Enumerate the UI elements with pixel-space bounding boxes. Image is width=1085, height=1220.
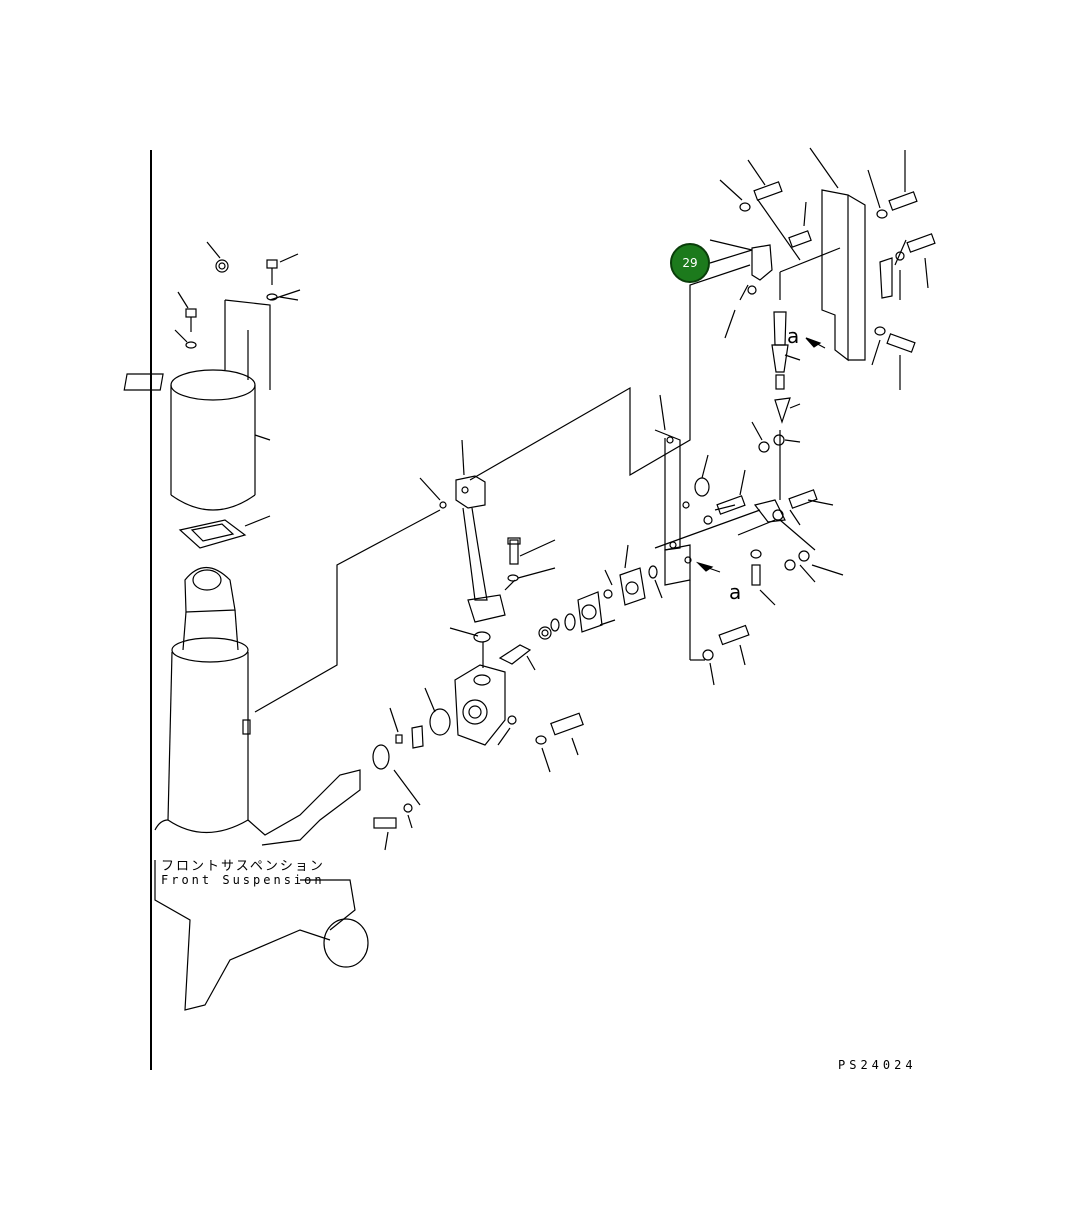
callout-leader (709, 249, 753, 264)
view-marker-a-upper: a (787, 324, 800, 348)
flange-assembly (550, 544, 663, 633)
front-suspension-cylinder (154, 566, 369, 1011)
reservoir-tank (123, 289, 301, 511)
front-suspension-label-en: Front Suspension (161, 873, 325, 887)
sensor-linkage (709, 239, 826, 500)
reservoir-fasteners (174, 241, 299, 441)
gasket-plate (178, 515, 271, 549)
cover-plate (779, 147, 929, 390)
lower-bolts (504, 537, 584, 773)
front-suspension-label-jp: フロントサスペンション (161, 859, 325, 874)
mounting-bracket (654, 394, 816, 661)
bracket-line-route (469, 264, 751, 481)
part-callout-29[interactable]: 29 (670, 243, 710, 283)
bracket-bolts (702, 469, 844, 686)
valve-body (449, 626, 552, 746)
valve-small-parts (372, 687, 517, 851)
pipe-assembly (419, 439, 506, 623)
upper-bolts (719, 159, 936, 353)
view-marker-a-lower: a (729, 580, 742, 604)
drawing-code: PS24024 (838, 1058, 917, 1072)
hydraulic-line-route (254, 509, 441, 713)
